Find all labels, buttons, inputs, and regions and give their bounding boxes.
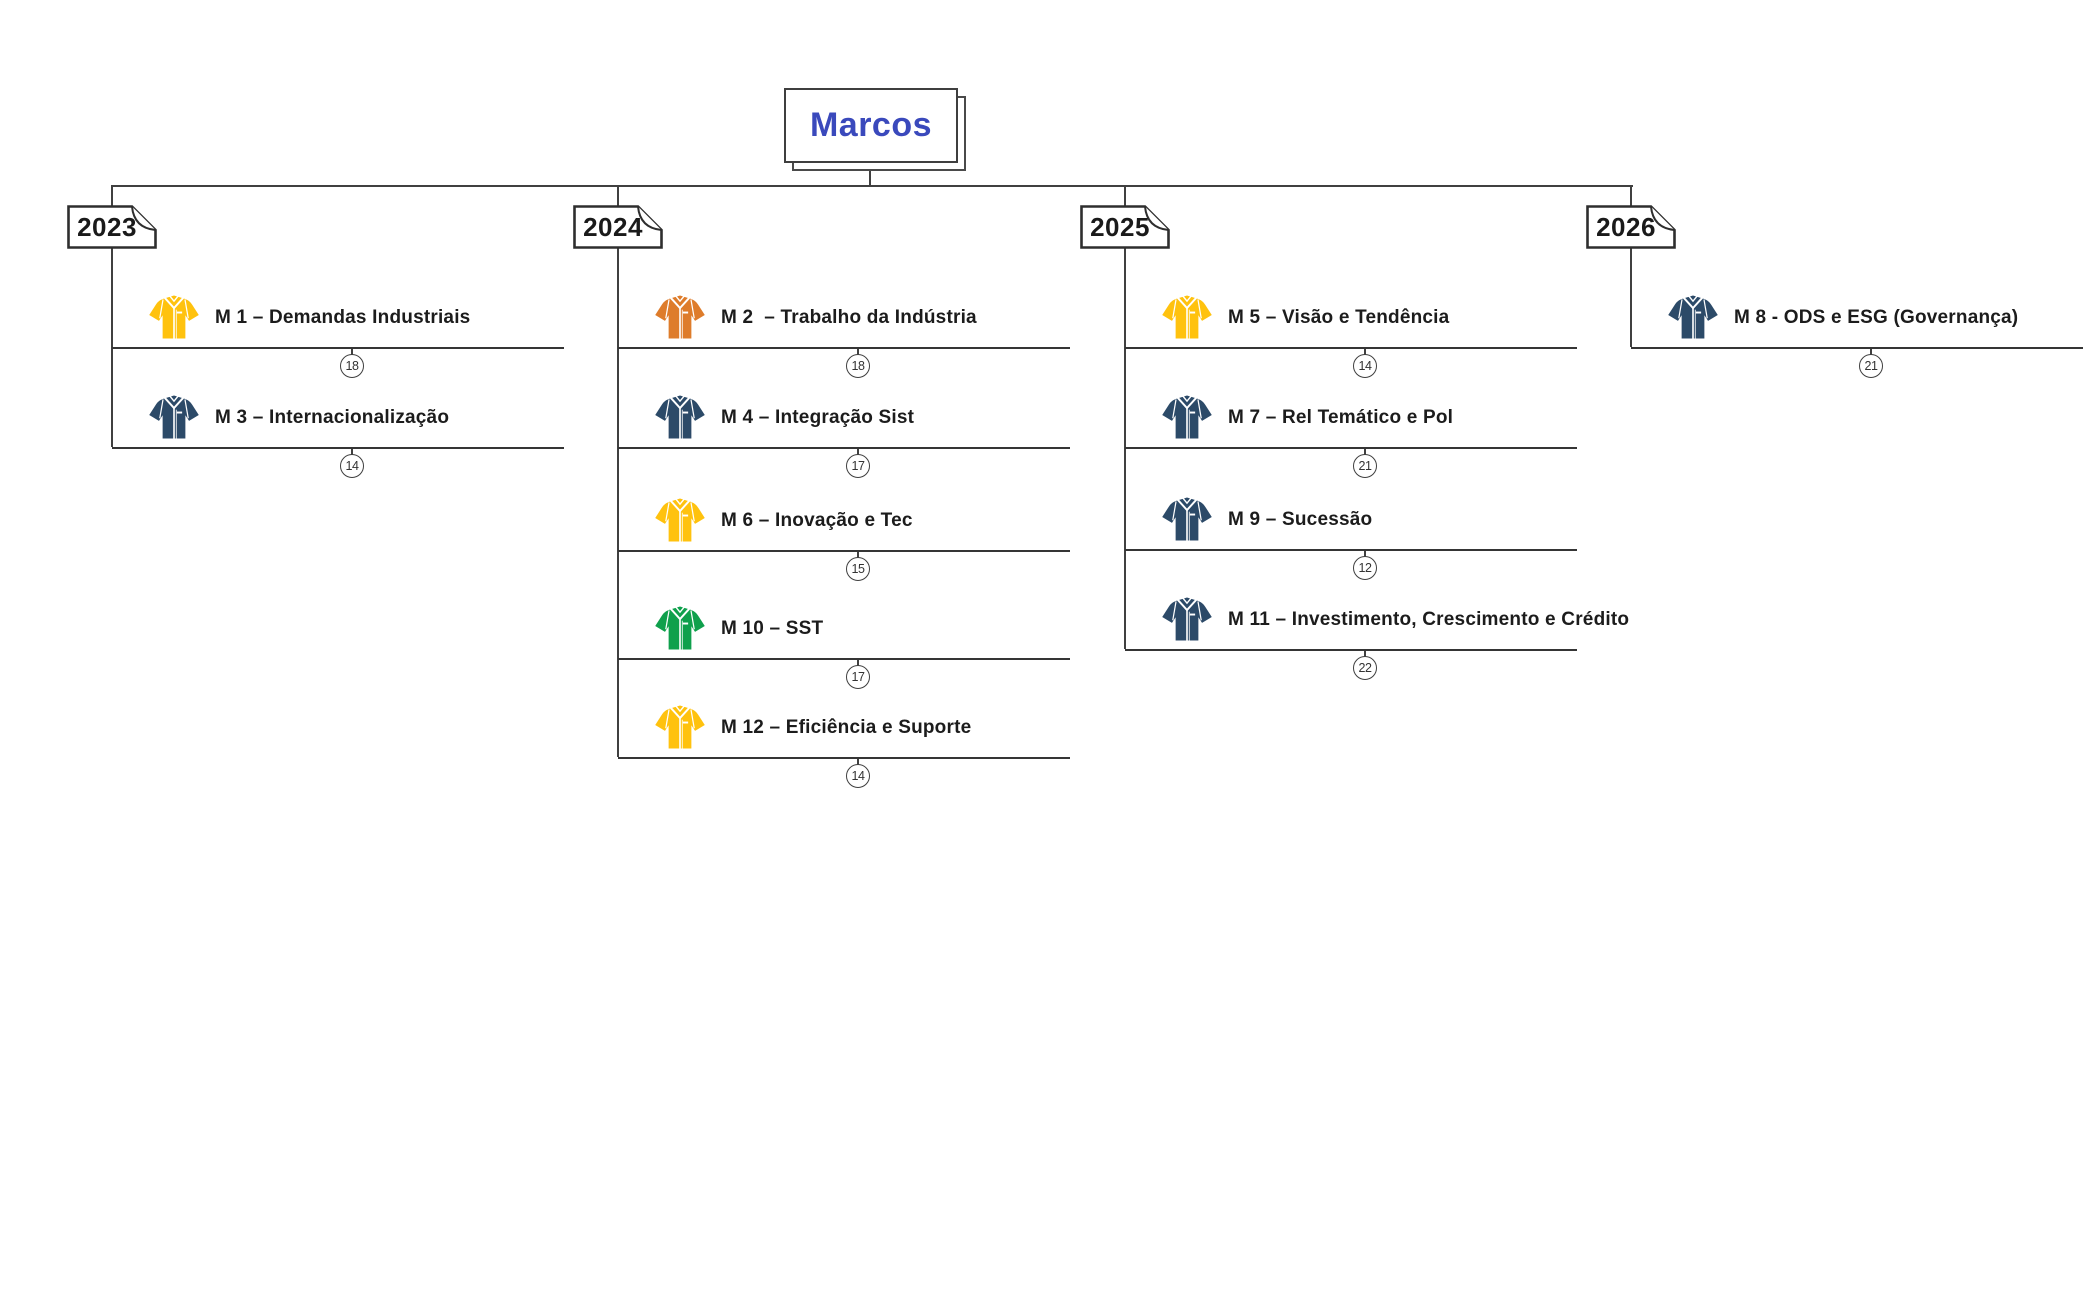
shirt-icon	[1162, 597, 1212, 641]
row-line	[112, 347, 564, 349]
milestone-label: M 7 – Rel Temático e Pol	[1228, 407, 1454, 428]
duration-badge[interactable]: 17	[846, 665, 870, 689]
year-node-2024[interactable]: 2024	[573, 205, 663, 249]
milestone-row[interactable]: M 10 – SST 17	[618, 600, 1070, 692]
row-line	[1125, 347, 1577, 349]
row-line	[1125, 649, 1577, 651]
shirt-icon	[655, 606, 705, 650]
milestone-row[interactable]: M 4 – Integração Sist 17	[618, 389, 1070, 481]
milestone-label: M 9 – Sucessão	[1228, 509, 1373, 530]
connector-line	[617, 185, 619, 207]
year-node-2023[interactable]: 2023	[67, 205, 157, 249]
page-title: Marcos	[809, 106, 933, 144]
connector-line	[112, 185, 1633, 187]
badge-connector	[857, 552, 859, 558]
row-line	[618, 447, 1070, 449]
year-label: 2026	[1596, 212, 1656, 242]
note-shape	[67, 205, 157, 249]
badge-connector	[351, 449, 353, 455]
badge-connector	[1364, 449, 1366, 455]
year-label: 2025	[1090, 212, 1150, 242]
shirt-icon	[655, 295, 705, 339]
row-line	[1631, 347, 2083, 349]
milestone-row[interactable]: M 7 – Rel Temático e Pol 21	[1125, 389, 1577, 481]
row-line	[618, 658, 1070, 660]
duration-badge[interactable]: 12	[1353, 556, 1377, 580]
badge-connector	[857, 759, 859, 765]
milestone-label: M 10 – SST	[721, 618, 824, 639]
milestone-row[interactable]: M 6 – Inovação e Tec 15	[618, 492, 1070, 584]
badge-connector	[1364, 651, 1366, 657]
year-label: 2023	[77, 212, 137, 242]
shirt-icon	[655, 705, 705, 749]
shirt-icon	[1668, 295, 1718, 339]
milestone-row[interactable]: M 1 – Demandas Industriais 18	[112, 289, 564, 381]
note-shape	[1080, 205, 1170, 249]
year-label: 2024	[583, 212, 643, 242]
badge-connector	[1364, 551, 1366, 557]
milestone-label: M 8 - ODS e ESG (Governança)	[1734, 307, 2019, 328]
row-line	[1125, 447, 1577, 449]
duration-badge[interactable]: 14	[340, 454, 364, 478]
badge-connector	[351, 349, 353, 355]
row-line	[1125, 549, 1577, 551]
badge-connector	[857, 660, 859, 666]
milestone-row[interactable]: M 9 – Sucessão 12	[1125, 491, 1577, 583]
duration-badge[interactable]: 15	[846, 557, 870, 581]
connector-line	[111, 185, 113, 207]
badge-connector	[857, 449, 859, 455]
milestone-row[interactable]: M 3 – Internacionalização 14	[112, 389, 564, 481]
duration-badge[interactable]: 14	[846, 764, 870, 788]
milestone-row[interactable]: M 2 – Trabalho da Indústria 18	[618, 289, 1070, 381]
milestone-row[interactable]: M 11 – Investimento, Crescimento e Crédi…	[1125, 591, 1629, 683]
milestone-label: M 3 – Internacionalização	[215, 407, 450, 428]
duration-badge[interactable]: 21	[1859, 354, 1883, 378]
row-line	[618, 757, 1070, 759]
connector-line	[1124, 185, 1126, 207]
milestone-label: M 12 – Eficiência e Suporte	[721, 717, 972, 738]
year-node-2025[interactable]: 2025	[1080, 205, 1170, 249]
title-node[interactable]: Marcos	[784, 88, 958, 163]
duration-badge[interactable]: 17	[846, 454, 870, 478]
duration-badge[interactable]: 18	[340, 354, 364, 378]
duration-badge[interactable]: 14	[1353, 354, 1377, 378]
note-shape	[1586, 205, 1676, 249]
milestone-row[interactable]: M 12 – Eficiência e Suporte 14	[618, 699, 1070, 791]
note-shape	[573, 205, 663, 249]
milestone-row[interactable]: M 5 – Visão e Tendência 14	[1125, 289, 1577, 381]
duration-badge[interactable]: 21	[1353, 454, 1377, 478]
badge-connector	[857, 349, 859, 355]
badge-connector	[1364, 349, 1366, 355]
shirt-icon	[1162, 497, 1212, 541]
shirt-icon	[1162, 395, 1212, 439]
connector-line	[1630, 185, 1632, 207]
duration-badge[interactable]: 22	[1353, 656, 1377, 680]
shirt-icon	[655, 498, 705, 542]
milestone-label: M 1 – Demandas Industriais	[215, 307, 471, 328]
milestone-row[interactable]: M 8 - ODS e ESG (Governança) 21	[1631, 289, 2083, 381]
shirt-icon	[1162, 295, 1212, 339]
connector-line	[1630, 247, 1632, 347]
connector-line	[869, 162, 871, 185]
row-line	[618, 550, 1070, 552]
milestone-label: M 6 – Inovação e Tec	[721, 510, 913, 531]
shirt-icon	[149, 295, 199, 339]
shirt-icon	[149, 395, 199, 439]
row-line	[112, 447, 564, 449]
row-line	[618, 347, 1070, 349]
shirt-icon	[655, 395, 705, 439]
year-node-2026[interactable]: 2026	[1586, 205, 1676, 249]
connector-line	[617, 247, 619, 757]
milestone-label: M 2 – Trabalho da Indústria	[721, 307, 977, 328]
milestone-label: M 5 – Visão e Tendência	[1228, 307, 1450, 328]
milestone-label: M 11 – Investimento, Crescimento e Crédi…	[1228, 609, 1630, 630]
milestone-label: M 4 – Integração Sist	[721, 407, 915, 428]
duration-badge[interactable]: 18	[846, 354, 870, 378]
badge-connector	[1870, 349, 1872, 355]
